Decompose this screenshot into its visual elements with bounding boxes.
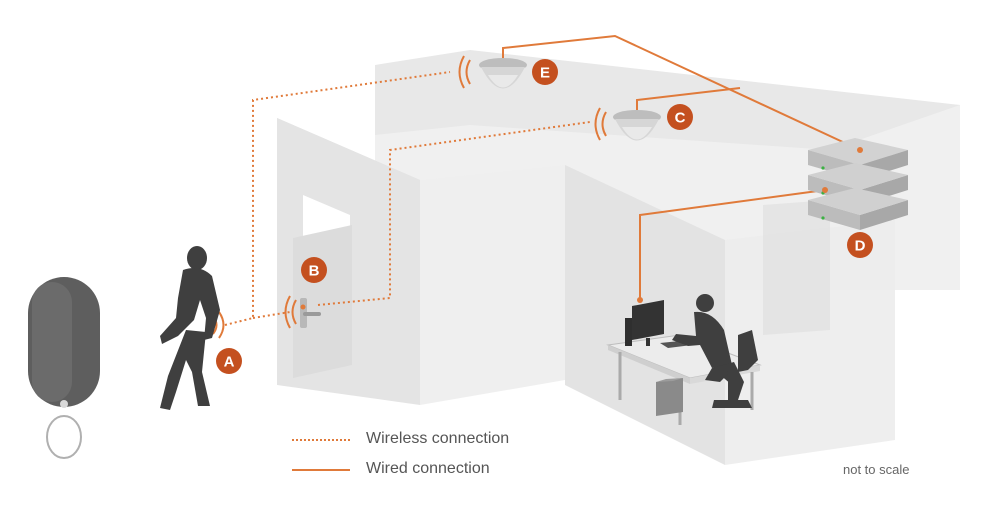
roof-top [375, 50, 960, 150]
wave-icon-a2 [218, 311, 225, 339]
wireless-connections [224, 71, 591, 326]
wave-icon-b2 [284, 295, 291, 329]
badge-a: A [216, 348, 242, 374]
badge-d: D [847, 232, 873, 258]
legend-wired-label: Wired connection [366, 460, 490, 477]
camera-c-icon [613, 110, 661, 141]
scale-note: not to scale [843, 462, 910, 477]
door-lock-icon [300, 298, 321, 328]
wave-icon-c2 [594, 107, 601, 141]
legend-wired: Wired connection [292, 460, 592, 480]
wave-arcs [212, 55, 607, 339]
badge-b-label: B [309, 263, 320, 280]
wave-icon-e1 [465, 59, 471, 85]
server-icon [808, 138, 908, 230]
camera-e-icon [479, 58, 527, 89]
server-shadow-wall [763, 200, 830, 335]
operator-silhouette [672, 294, 758, 408]
badge-c-label: C [675, 110, 686, 127]
front-wall [420, 165, 565, 405]
badge-b: B [301, 257, 327, 283]
wave-icon-c1 [601, 111, 607, 137]
wave-icon-e2 [458, 55, 465, 89]
wired-connections [502, 34, 861, 300]
person-silhouette [160, 246, 220, 410]
badge-e-label: E [540, 65, 550, 82]
wireless-to-c [317, 121, 591, 306]
badge-c: C [667, 104, 693, 130]
wireless-lock [252, 311, 291, 319]
wire-workstation [639, 189, 826, 300]
badge-a-label: A [224, 354, 235, 371]
key-fob-icon [28, 277, 100, 459]
legend-wireless: Wireless connection [292, 430, 592, 450]
badge-d-label: D [855, 238, 866, 255]
wireless-to-e [224, 71, 451, 326]
wave-icon-b1 [291, 299, 297, 325]
badge-e: E [532, 59, 558, 85]
wire-camera-c [636, 87, 741, 110]
wire-camera-e [502, 34, 861, 151]
legend-wireless-label: Wireless connection [366, 430, 510, 447]
wireless-line-icon [292, 439, 350, 441]
wired-line-icon [292, 469, 350, 471]
